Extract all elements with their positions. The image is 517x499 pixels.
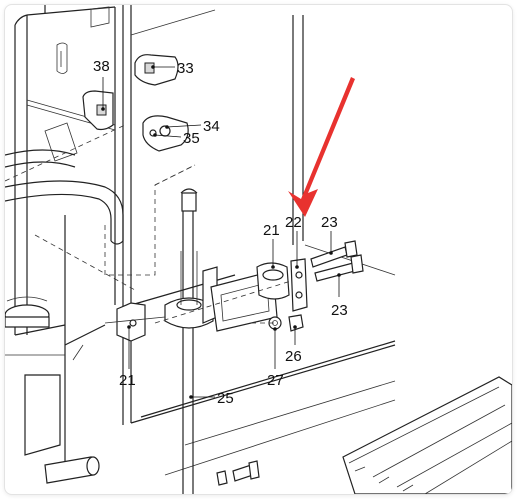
callout-33: 33	[177, 60, 194, 77]
callout-26: 26	[285, 348, 302, 365]
pipe-assembly	[5, 122, 196, 291]
bracket-21-left	[104, 302, 166, 342]
red-arrow-indicator	[288, 77, 355, 217]
tank-assembly	[5, 215, 106, 475]
exploded-parts-diagram: 33 38 34 35 21 22 23 23 26 27 21 25	[5, 5, 512, 494]
bolts-23	[310, 240, 364, 282]
leader-lines	[101, 65, 341, 399]
mounting-plate	[154, 258, 308, 332]
bracket-34-35	[142, 115, 189, 152]
bottom-small-bolts	[216, 460, 260, 486]
callout-23-lower: 23	[331, 302, 348, 319]
callout-21-lower: 21	[119, 372, 136, 389]
callout-25: 25	[217, 390, 234, 407]
callout-labels: 33 38 34 35 21 22 23 23 26 27 21 25	[93, 58, 348, 407]
callout-23-upper: 23	[321, 214, 338, 231]
callout-34: 34	[203, 118, 220, 135]
diagram-frame: 33 38 34 35 21 22 23 23 26 27 21 25	[4, 4, 513, 495]
washer-nut-26-27	[251, 314, 304, 332]
callout-27: 27	[267, 372, 284, 389]
callout-35: 35	[183, 130, 200, 147]
callout-21-upper: 21	[263, 222, 280, 239]
bracket-33	[134, 54, 179, 86]
bottom-left-bolt	[44, 456, 100, 484]
callout-38: 38	[93, 58, 110, 75]
floor-grate	[342, 376, 512, 494]
callout-22: 22	[285, 214, 302, 231]
bracket-38	[82, 90, 114, 131]
vertical-rod-25	[164, 188, 214, 494]
